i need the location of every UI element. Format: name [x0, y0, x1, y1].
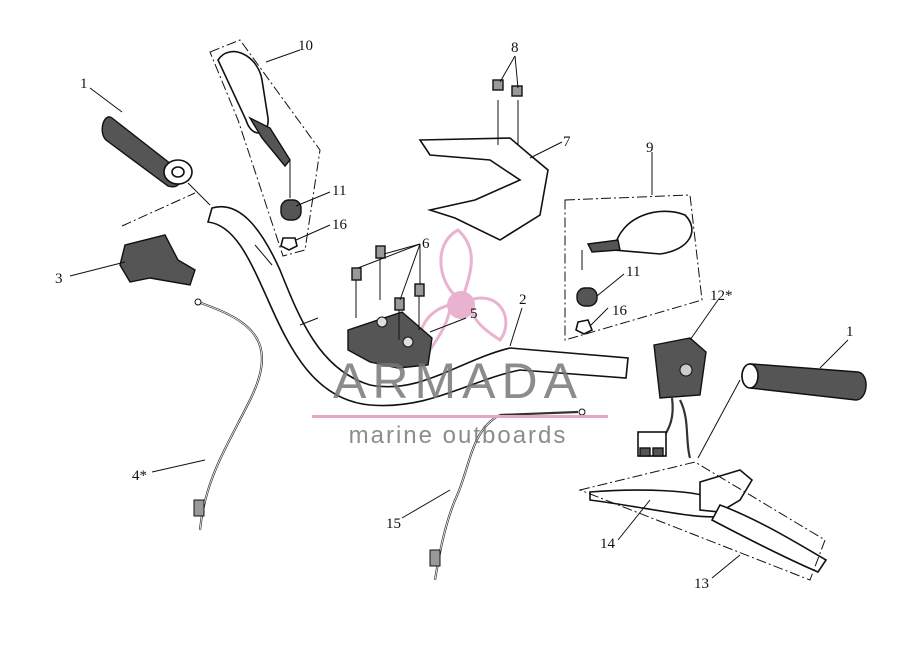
callout-5: 5: [470, 306, 478, 322]
handlebar-clamp: [347, 311, 433, 369]
callout-13: 13: [694, 576, 709, 592]
throttle-housing: [119, 192, 196, 286]
left-mirror-clamp: [280, 199, 302, 251]
callout-11-right: 11: [626, 264, 640, 280]
throttle-cable: [193, 298, 263, 531]
switch-housing: [637, 337, 707, 459]
handlebar: [206, 205, 629, 407]
watermark-propeller-logo: [419, 228, 508, 352]
brake-cable: [429, 408, 586, 581]
bracket-cover: [418, 100, 549, 241]
callout-2: 2: [519, 292, 527, 308]
brake-lever-assembly: [578, 461, 828, 581]
right-grip: [741, 363, 867, 401]
callout-14: 14: [600, 536, 616, 552]
watermark-brand: ARMADA: [333, 353, 583, 409]
callout-16-left: 16: [332, 217, 348, 233]
callout-11-left: 11: [332, 183, 346, 199]
screws-8: [492, 79, 523, 97]
callout-7: 7: [563, 134, 571, 150]
leader-lines: [69, 49, 849, 579]
callout-10: 10: [298, 38, 313, 54]
callout-12: 12*: [710, 288, 733, 304]
callout-4: 4*: [132, 468, 147, 484]
callout-16-right: 16: [612, 303, 628, 319]
right-mirror-clamp: [575, 287, 598, 335]
bolts-6: [351, 245, 425, 340]
callout-1-left: 1: [80, 76, 88, 92]
callout-15: 15: [386, 516, 401, 532]
callout-labels: 1 10 8 7 9 11 16 6 3 2 5 11 16 12* 1 4* …: [55, 38, 854, 592]
callout-6: 6: [422, 236, 430, 252]
watermark-tagline: marine outboards: [348, 422, 568, 449]
left-mirror: [209, 39, 321, 257]
watermark-divider: [312, 415, 608, 418]
left-grip: [101, 116, 211, 206]
callout-3: 3: [55, 271, 63, 287]
callout-1-right: 1: [846, 324, 854, 340]
callout-8: 8: [511, 40, 519, 56]
right-mirror: [564, 194, 703, 341]
callout-9: 9: [646, 140, 654, 156]
